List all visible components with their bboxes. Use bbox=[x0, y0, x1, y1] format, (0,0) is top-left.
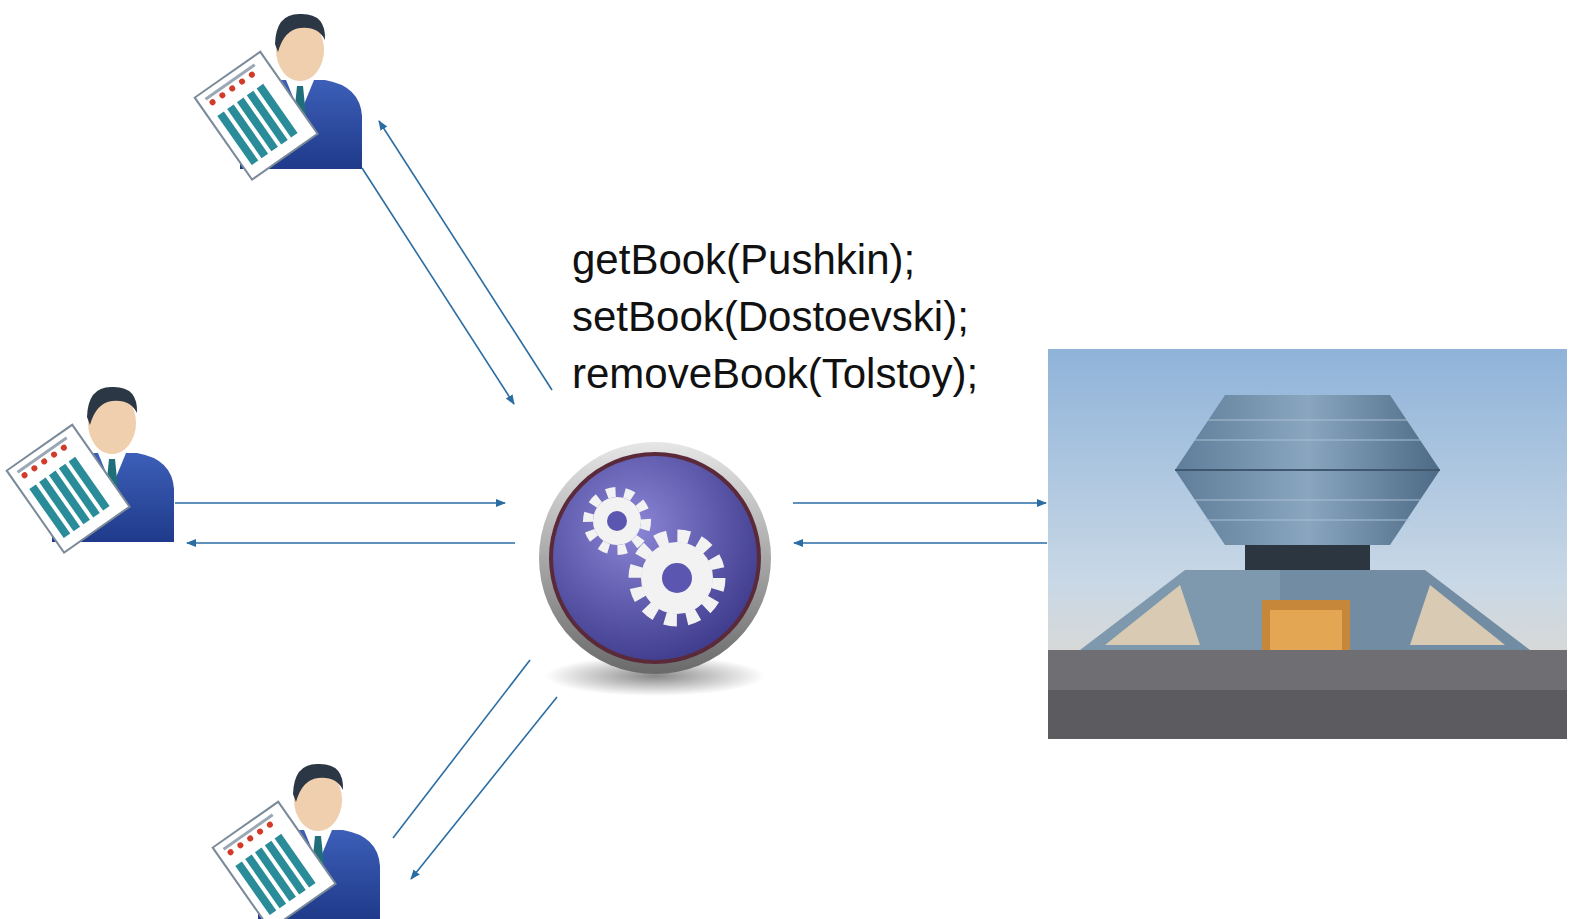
user-icon bbox=[7, 387, 174, 553]
code-line: setBook(Dostoevski); bbox=[572, 288, 1050, 345]
gear-icon bbox=[525, 438, 785, 698]
user-icon bbox=[213, 764, 380, 919]
code-line: getBook(Pushkin); bbox=[572, 231, 1050, 288]
library-photo bbox=[1048, 349, 1567, 739]
process-node: getBook(Pushkin);setBook(Dostoevski);rem… bbox=[520, 228, 1050, 698]
user-icon bbox=[195, 14, 362, 180]
arrows bbox=[175, 121, 1047, 879]
code-line: removeBook(Tolstoy); bbox=[572, 345, 1050, 402]
